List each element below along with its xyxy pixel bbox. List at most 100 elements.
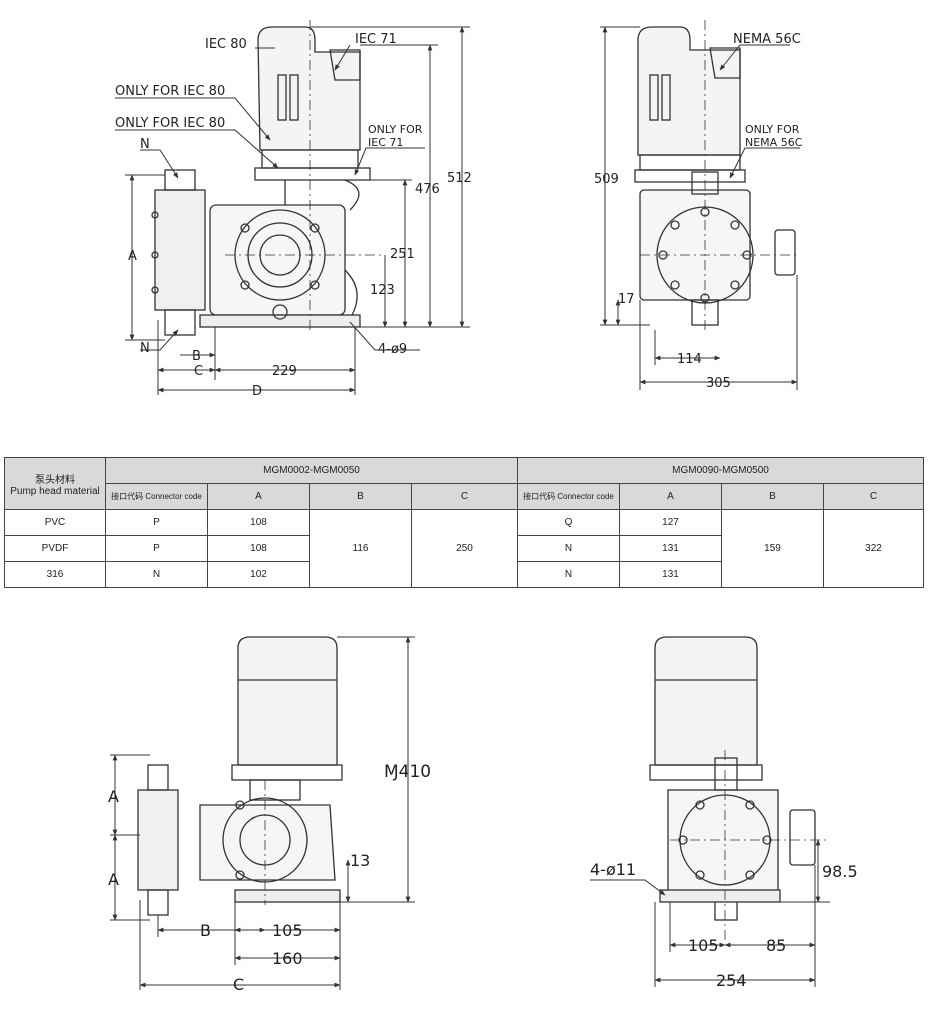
top-front-dimensions	[115, 26, 470, 395]
label-iec71: IEC 71	[355, 32, 397, 47]
bolt	[745, 870, 755, 880]
header-pump-head-cn: 泵头材料	[35, 474, 75, 486]
header-a: A	[207, 483, 310, 510]
gear-neck	[284, 179, 360, 211]
cell-g1-a: 108	[207, 535, 310, 562]
label-b: B	[200, 921, 211, 940]
label-410: Ɱ410	[384, 762, 431, 782]
top-front-text: IEC 80 IEC 71 ONLY FOR IEC 80 ONLY FOR I…	[115, 32, 472, 399]
label-b: B	[192, 349, 201, 364]
cell-g1-code: P	[105, 535, 208, 562]
gearbox-body	[639, 189, 751, 301]
bottom-side-view	[649, 636, 830, 940]
bolt	[151, 251, 159, 259]
valve-top	[147, 764, 169, 791]
outlet-valve	[164, 309, 196, 336]
bolt	[240, 223, 250, 233]
valve-block	[154, 189, 206, 311]
label-105: 105	[688, 936, 719, 955]
label-85: 85	[766, 936, 786, 955]
label-476: 476	[415, 182, 440, 197]
bolt	[670, 220, 680, 230]
liquid-end	[137, 789, 179, 891]
cell-g1-c: 250	[410, 509, 519, 588]
bolt	[235, 800, 245, 810]
header-pump-head-en: Pump head material	[10, 485, 100, 497]
label-only-iec71-1: ONLY FOR	[368, 123, 423, 136]
label-a-bottom: A	[108, 870, 119, 889]
cell-g2-a: 131	[619, 561, 723, 588]
label-only-nema-2: NEMA 56C	[745, 136, 803, 149]
bolt	[745, 800, 755, 810]
label-c: C	[194, 364, 203, 379]
label-only-iec80-a: ONLY FOR IEC 80	[115, 84, 225, 99]
leader-line	[115, 97, 271, 141]
motor-flange	[231, 764, 343, 781]
bottom-front-view	[137, 636, 343, 916]
motor-window-2	[289, 74, 299, 121]
pump-housing	[199, 804, 336, 881]
bolt	[151, 211, 159, 219]
bottom-side-text: 4-ø11 98.5 105 85 254	[590, 860, 858, 990]
cell-g1-code: N	[105, 561, 208, 588]
label-509: 509	[594, 172, 619, 187]
label-only-iec80-b: ONLY FOR IEC 80	[115, 116, 225, 131]
leader-line	[729, 147, 800, 179]
cell-g2-b: 159	[721, 509, 825, 588]
gear-neck	[249, 779, 301, 801]
bottom-front-dimensions	[110, 636, 415, 990]
bolt	[310, 223, 320, 233]
label-512: 512	[447, 171, 472, 186]
top-side-dimensions	[600, 26, 800, 390]
bolt	[235, 870, 245, 880]
cell-g2-c: 322	[823, 509, 925, 588]
valve-bottom	[147, 889, 169, 916]
table-row: 316 N 102 N 131	[4, 561, 924, 588]
header-group2: MGM0090-MGM0500	[517, 457, 925, 484]
drain-port	[272, 304, 288, 320]
valve-top	[714, 757, 738, 791]
leader-line	[349, 321, 420, 351]
label-123: 123	[370, 283, 395, 298]
leader-line	[354, 147, 425, 176]
top-front-view	[151, 20, 385, 336]
bottom-front-text: A A B 105 160 C 13 Ɱ410	[108, 762, 431, 994]
cell-g2-a: 131	[619, 535, 723, 562]
label-c: C	[233, 975, 244, 994]
terminal-box	[709, 47, 741, 79]
label-229: 229	[272, 364, 297, 379]
bolt	[240, 280, 250, 290]
label-n-top: N	[140, 137, 150, 152]
bolt	[151, 286, 159, 294]
label-only-nema-1: ONLY FOR	[745, 123, 800, 136]
leader-line	[115, 129, 279, 169]
bolt	[695, 800, 705, 810]
header-c: C	[823, 483, 925, 510]
header-c: C	[410, 483, 519, 510]
header-b: B	[309, 483, 412, 510]
label-98-5: 98.5	[822, 862, 858, 881]
leader-line	[334, 44, 351, 71]
header-group1: MGM0002-MGM0050	[104, 457, 519, 484]
inlet-valve	[164, 169, 196, 191]
table-row: PVDF P 108 N 131	[4, 535, 924, 562]
bolt	[730, 220, 740, 230]
stroke-knob	[774, 229, 796, 276]
table-subheader-row: 接口代码 Connector code A B C 接口代码 Connector…	[5, 483, 925, 510]
terminal-box	[329, 49, 361, 81]
label-nema: NEMA 56C	[733, 32, 801, 47]
adapter-plate	[254, 167, 371, 181]
cell-g1-a: 102	[207, 561, 310, 588]
top-side-text: NEMA 56C ONLY FOR NEMA 56C 509 17 114 30…	[594, 32, 803, 391]
label-105: 105	[272, 921, 303, 940]
top-side-view	[634, 20, 800, 330]
label-holes: 4-ø9	[378, 342, 407, 357]
bolt	[310, 280, 320, 290]
bolt	[730, 280, 740, 290]
label-13: 13	[350, 851, 370, 870]
cell-g1-b: 116	[309, 509, 412, 588]
label-305: 305	[706, 376, 731, 391]
label-160: 160	[272, 949, 303, 968]
gearbox-body	[667, 789, 779, 896]
